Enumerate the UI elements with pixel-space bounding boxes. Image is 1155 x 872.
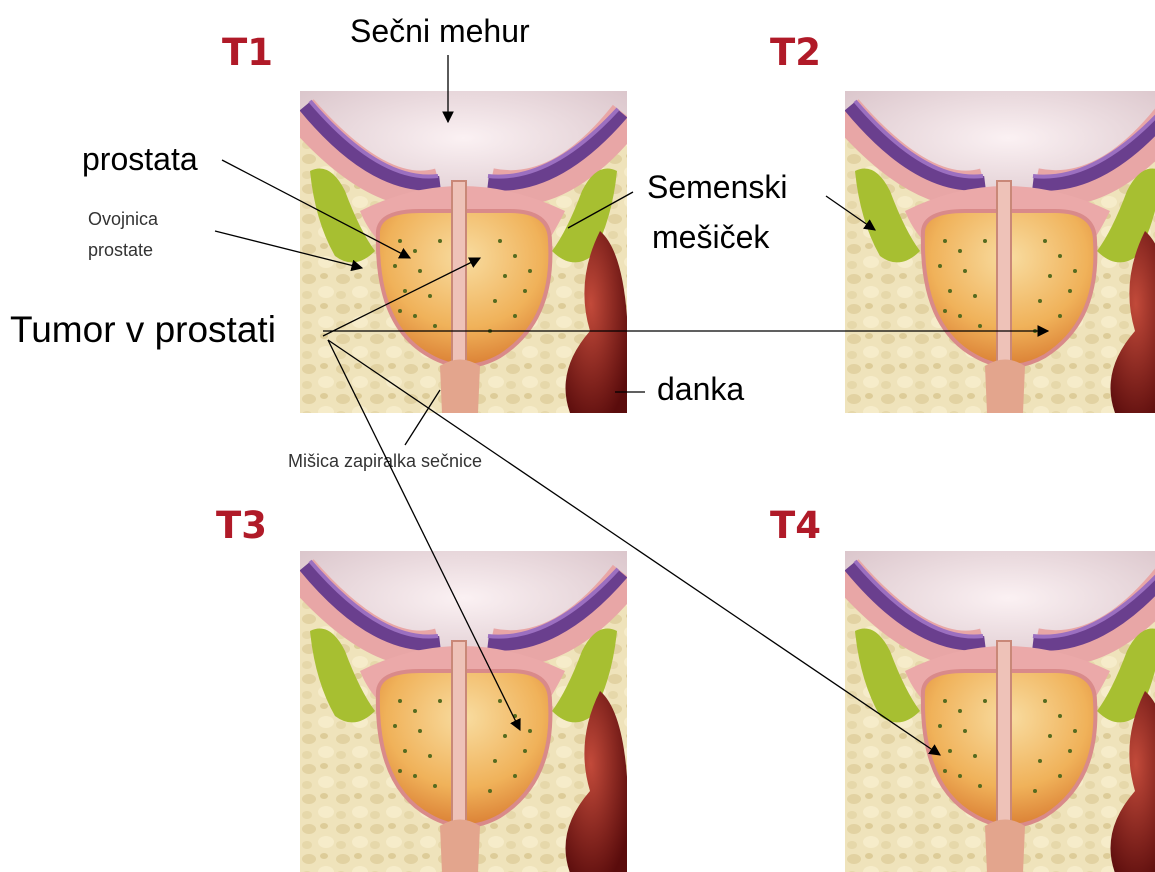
panel-t3: [300, 551, 628, 872]
stage-label-t4: T4: [770, 504, 821, 547]
label-capsule-line1: Ovojnica: [88, 209, 159, 229]
label-sphincter: Mišica zapiralka sečnice: [288, 451, 482, 471]
label-capsule-line2: prostate: [88, 240, 153, 260]
label-rectum: danka: [657, 371, 744, 407]
stage-label-t3: T3: [216, 504, 267, 547]
stage-label-t2: T2: [770, 31, 821, 74]
label-prostate: prostata: [82, 141, 198, 177]
label-seminal-line1: Semenski: [647, 169, 788, 205]
label-bladder: Sečni mehur: [350, 13, 530, 49]
panel-t2: [845, 91, 1155, 413]
panel-t4: [845, 551, 1155, 872]
label-seminal-line2: mešiček: [652, 219, 770, 255]
panel-t1: [300, 91, 628, 413]
label-tumor: Tumor v prostati: [10, 309, 276, 350]
stage-label-t1: T1: [222, 31, 273, 74]
